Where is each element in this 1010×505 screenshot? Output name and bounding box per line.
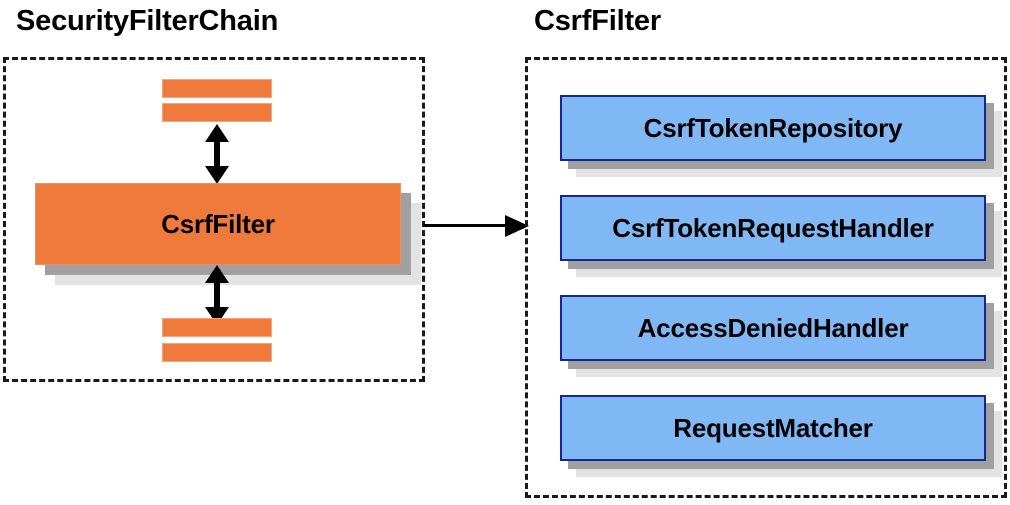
node-csrf-token-request-handler[interactable]: CsrfTokenRequestHandler xyxy=(560,195,1002,277)
arrow-head-right-icon xyxy=(505,215,529,237)
page-title-csrf-filter: CsrfFilter xyxy=(534,5,661,37)
csrf-filter-expansion-arrow xyxy=(424,215,529,237)
bidirectional-arrow-lower xyxy=(205,265,229,325)
node-face: RequestMatcher xyxy=(560,395,986,461)
arrow-stem xyxy=(214,140,220,168)
arrow-head-up-icon xyxy=(205,265,229,283)
node-label-csrf-token-request-handler: CsrfTokenRequestHandler xyxy=(612,213,934,243)
arrow-head-up-icon xyxy=(205,124,229,142)
node-label-request-matcher: RequestMatcher xyxy=(673,413,873,443)
filter-bar-top-1 xyxy=(162,79,272,98)
node-access-denied-handler[interactable]: AccessDeniedHandler xyxy=(560,295,1002,377)
page-title-security-filter-chain: SecurityFilterChain xyxy=(16,5,279,37)
filter-bar-top-2 xyxy=(162,103,272,122)
filter-bar-bottom-2 xyxy=(162,343,272,362)
node-face: AccessDeniedHandler xyxy=(560,295,986,361)
node-label-csrf-token-repository: CsrfTokenRepository xyxy=(643,113,903,143)
node-face: CsrfFilter xyxy=(35,183,401,265)
node-csrf-token-repository[interactable]: CsrfTokenRepository xyxy=(560,95,1002,177)
node-face: CsrfTokenRequestHandler xyxy=(560,195,986,261)
node-label-access-denied-handler: AccessDeniedHandler xyxy=(637,313,909,343)
group-box-csrf-filter xyxy=(525,57,1007,498)
filter-bar-bottom-1 xyxy=(162,318,272,337)
arrow-head-down-icon xyxy=(205,166,229,184)
node-face: CsrfTokenRepository xyxy=(560,95,986,161)
arrow-stem xyxy=(424,224,511,227)
group-box-security-filter-chain xyxy=(3,57,425,382)
arrow-stem xyxy=(214,281,220,309)
node-label-csrf-filter: CsrfFilter xyxy=(161,209,275,239)
node-csrf-filter[interactable]: CsrfFilter xyxy=(35,183,421,285)
bidirectional-arrow-upper xyxy=(205,124,229,184)
node-request-matcher[interactable]: RequestMatcher xyxy=(560,395,1002,477)
